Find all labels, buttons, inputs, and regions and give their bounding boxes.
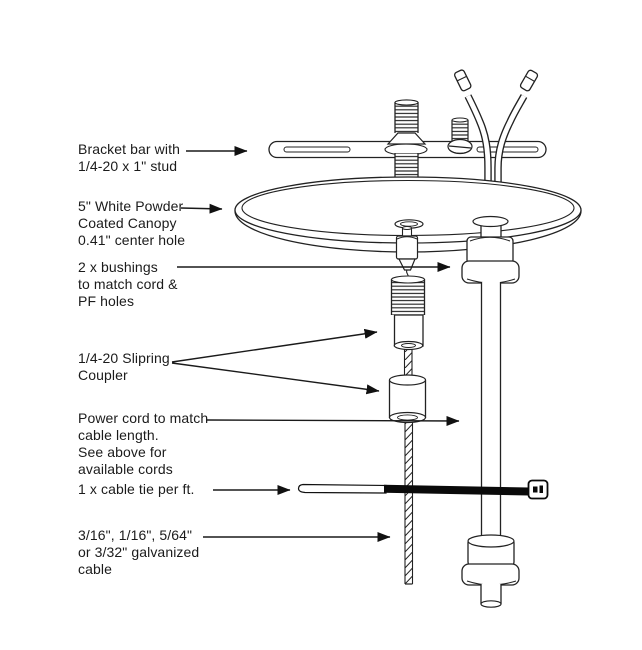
cable-tie-head (527, 479, 549, 500)
coupler-lower (388, 374, 427, 424)
leader-arrows (171, 146, 460, 542)
coupler-threaded (390, 275, 426, 351)
label-galvanized-cable: 3/16", 1/16", 5/64" or 3/32" galvanized … (78, 527, 200, 577)
wire-connector-left (453, 69, 472, 92)
label-power-cord: Power cord to match cable length. See ab… (78, 410, 209, 477)
strain-relief-bottom (461, 534, 520, 608)
strain-relief-top (461, 215, 520, 284)
label-cable-tie: 1 x cable tie per ft. (78, 481, 195, 497)
arrow-canopy (180, 203, 223, 214)
wire-connector-right (519, 69, 539, 92)
arrow-coupler-top (171, 328, 378, 363)
bracket-bar (268, 140, 547, 159)
center-bushing (395, 226, 419, 280)
stud-flare (386, 132, 427, 145)
label-bracket-bar: Bracket bar with 1/4-20 x 1" stud (78, 141, 180, 174)
label-canopy: 5" White Powder Coated Canopy 0.41" cent… (78, 198, 186, 248)
arrow-coupler-bottom (171, 362, 380, 395)
label-bushings: 2 x bushings to match cord & PF holes (78, 259, 178, 309)
set-screw (447, 117, 473, 155)
arrow-power-cord (206, 415, 460, 426)
label-slipring-coupler: 1/4-20 Slipring Coupler (78, 350, 170, 383)
bushing-flange (472, 215, 509, 228)
cable-tie-tip (297, 483, 387, 494)
wires (453, 69, 539, 192)
power-cord (480, 282, 502, 543)
cable-tie (297, 479, 549, 500)
galvanized-cable (404, 414, 414, 585)
stud (386, 99, 427, 180)
cable-tie-band (384, 484, 529, 496)
